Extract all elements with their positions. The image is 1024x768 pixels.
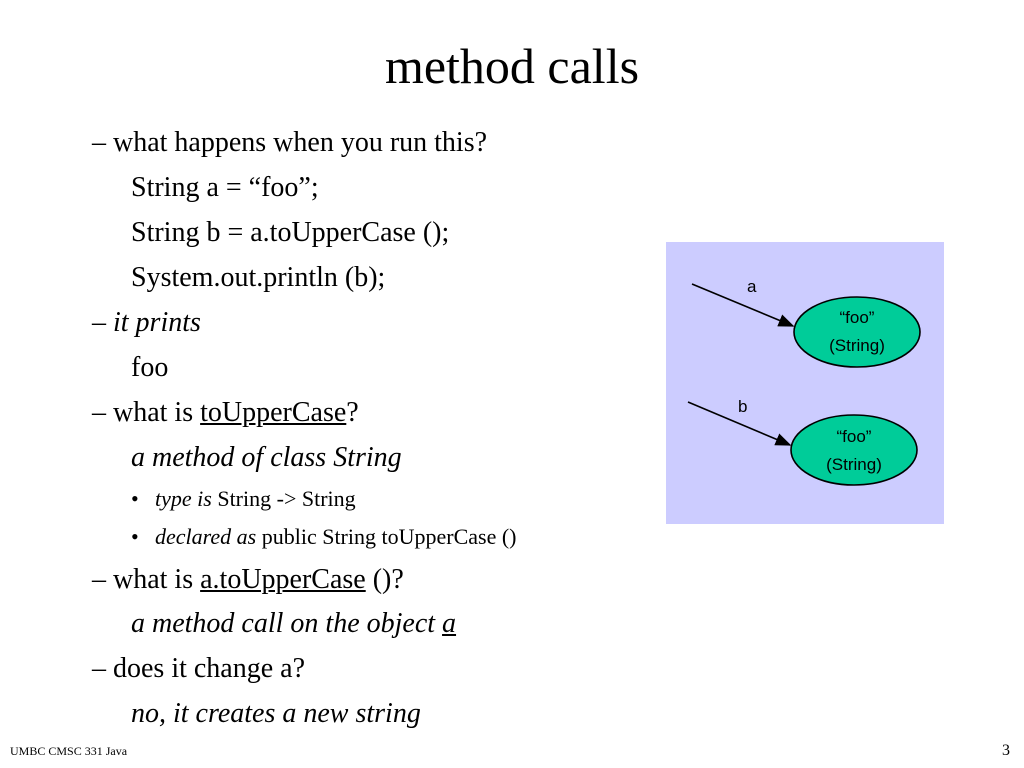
slide-title: method calls — [384, 38, 640, 94]
answer-call: a method call on the object a — [131, 607, 456, 641]
question-change: – does it change a? — [92, 652, 305, 686]
page-number: 3 — [1002, 742, 1010, 759]
answer-call-text: a method call on the object — [131, 608, 443, 639]
question-call: – what is a.toUpperCase ()? — [92, 563, 404, 597]
code-line-1: String a = “foo”; — [131, 172, 319, 203]
dash: – — [92, 307, 113, 338]
answer-change: no, it creates a new string — [131, 698, 421, 729]
it-prints: – it prints — [92, 306, 201, 340]
bullet-declared: • declared as public String toUpperCase (… — [131, 523, 517, 551]
bullet-type: • type is String -> String — [131, 485, 356, 513]
question-prefix: what is — [113, 564, 201, 595]
dash: – — [92, 127, 113, 158]
ref-label-a: a — [747, 277, 757, 296]
arrow-a — [691, 283, 795, 327]
bullet-declared-label: declared as — [155, 524, 257, 549]
object-a-term: a — [442, 608, 457, 639]
dash: – — [92, 397, 113, 428]
ref-label-b: b — [738, 397, 747, 416]
code-line-3: System.out.println (b); — [131, 262, 386, 293]
dash: – — [92, 653, 113, 684]
question-text: does it change a? — [113, 653, 306, 684]
question-touppercase: – what is toUpperCase? — [92, 396, 359, 430]
bullet-declared-text: public String toUpperCase () — [256, 524, 517, 549]
question-suffix: ? — [346, 397, 359, 428]
bullet-icon: • — [131, 486, 139, 511]
reference-diagram: a “foo” (String) b “foo” (String) — [666, 242, 944, 524]
bullet-type-label: type is — [155, 486, 212, 511]
diagram-svg: a “foo” (String) b “foo” (String) — [687, 277, 921, 486]
answer-method: a method of class String — [131, 442, 402, 473]
bullet-icon: • — [131, 524, 139, 549]
string-object-a — [793, 296, 921, 368]
node-a-type: (String) — [829, 336, 885, 355]
node-a-value: “foo” — [840, 308, 875, 327]
question-suffix: ()? — [365, 564, 404, 595]
method-call-term: a.toUpperCase — [200, 564, 366, 595]
it-prints-text: it prints — [113, 307, 201, 338]
question-prefix: what is — [113, 397, 201, 428]
node-b-value: “foo” — [837, 427, 872, 446]
bullet-type-text: String -> String — [211, 486, 356, 511]
code-line-2: String b = a.toUpperCase (); — [131, 217, 450, 248]
touppercase-term: toUpperCase — [200, 397, 347, 428]
question-run: – what happens when you run this? — [92, 126, 487, 160]
output-line: foo — [131, 352, 169, 383]
footer-course: UMBC CMSC 331 Java — [10, 744, 128, 758]
question-text: what happens when you run this? — [113, 127, 488, 158]
string-object-b — [790, 414, 918, 486]
dash: – — [92, 564, 113, 595]
arrow-b — [687, 401, 792, 446]
node-b-type: (String) — [826, 455, 882, 474]
